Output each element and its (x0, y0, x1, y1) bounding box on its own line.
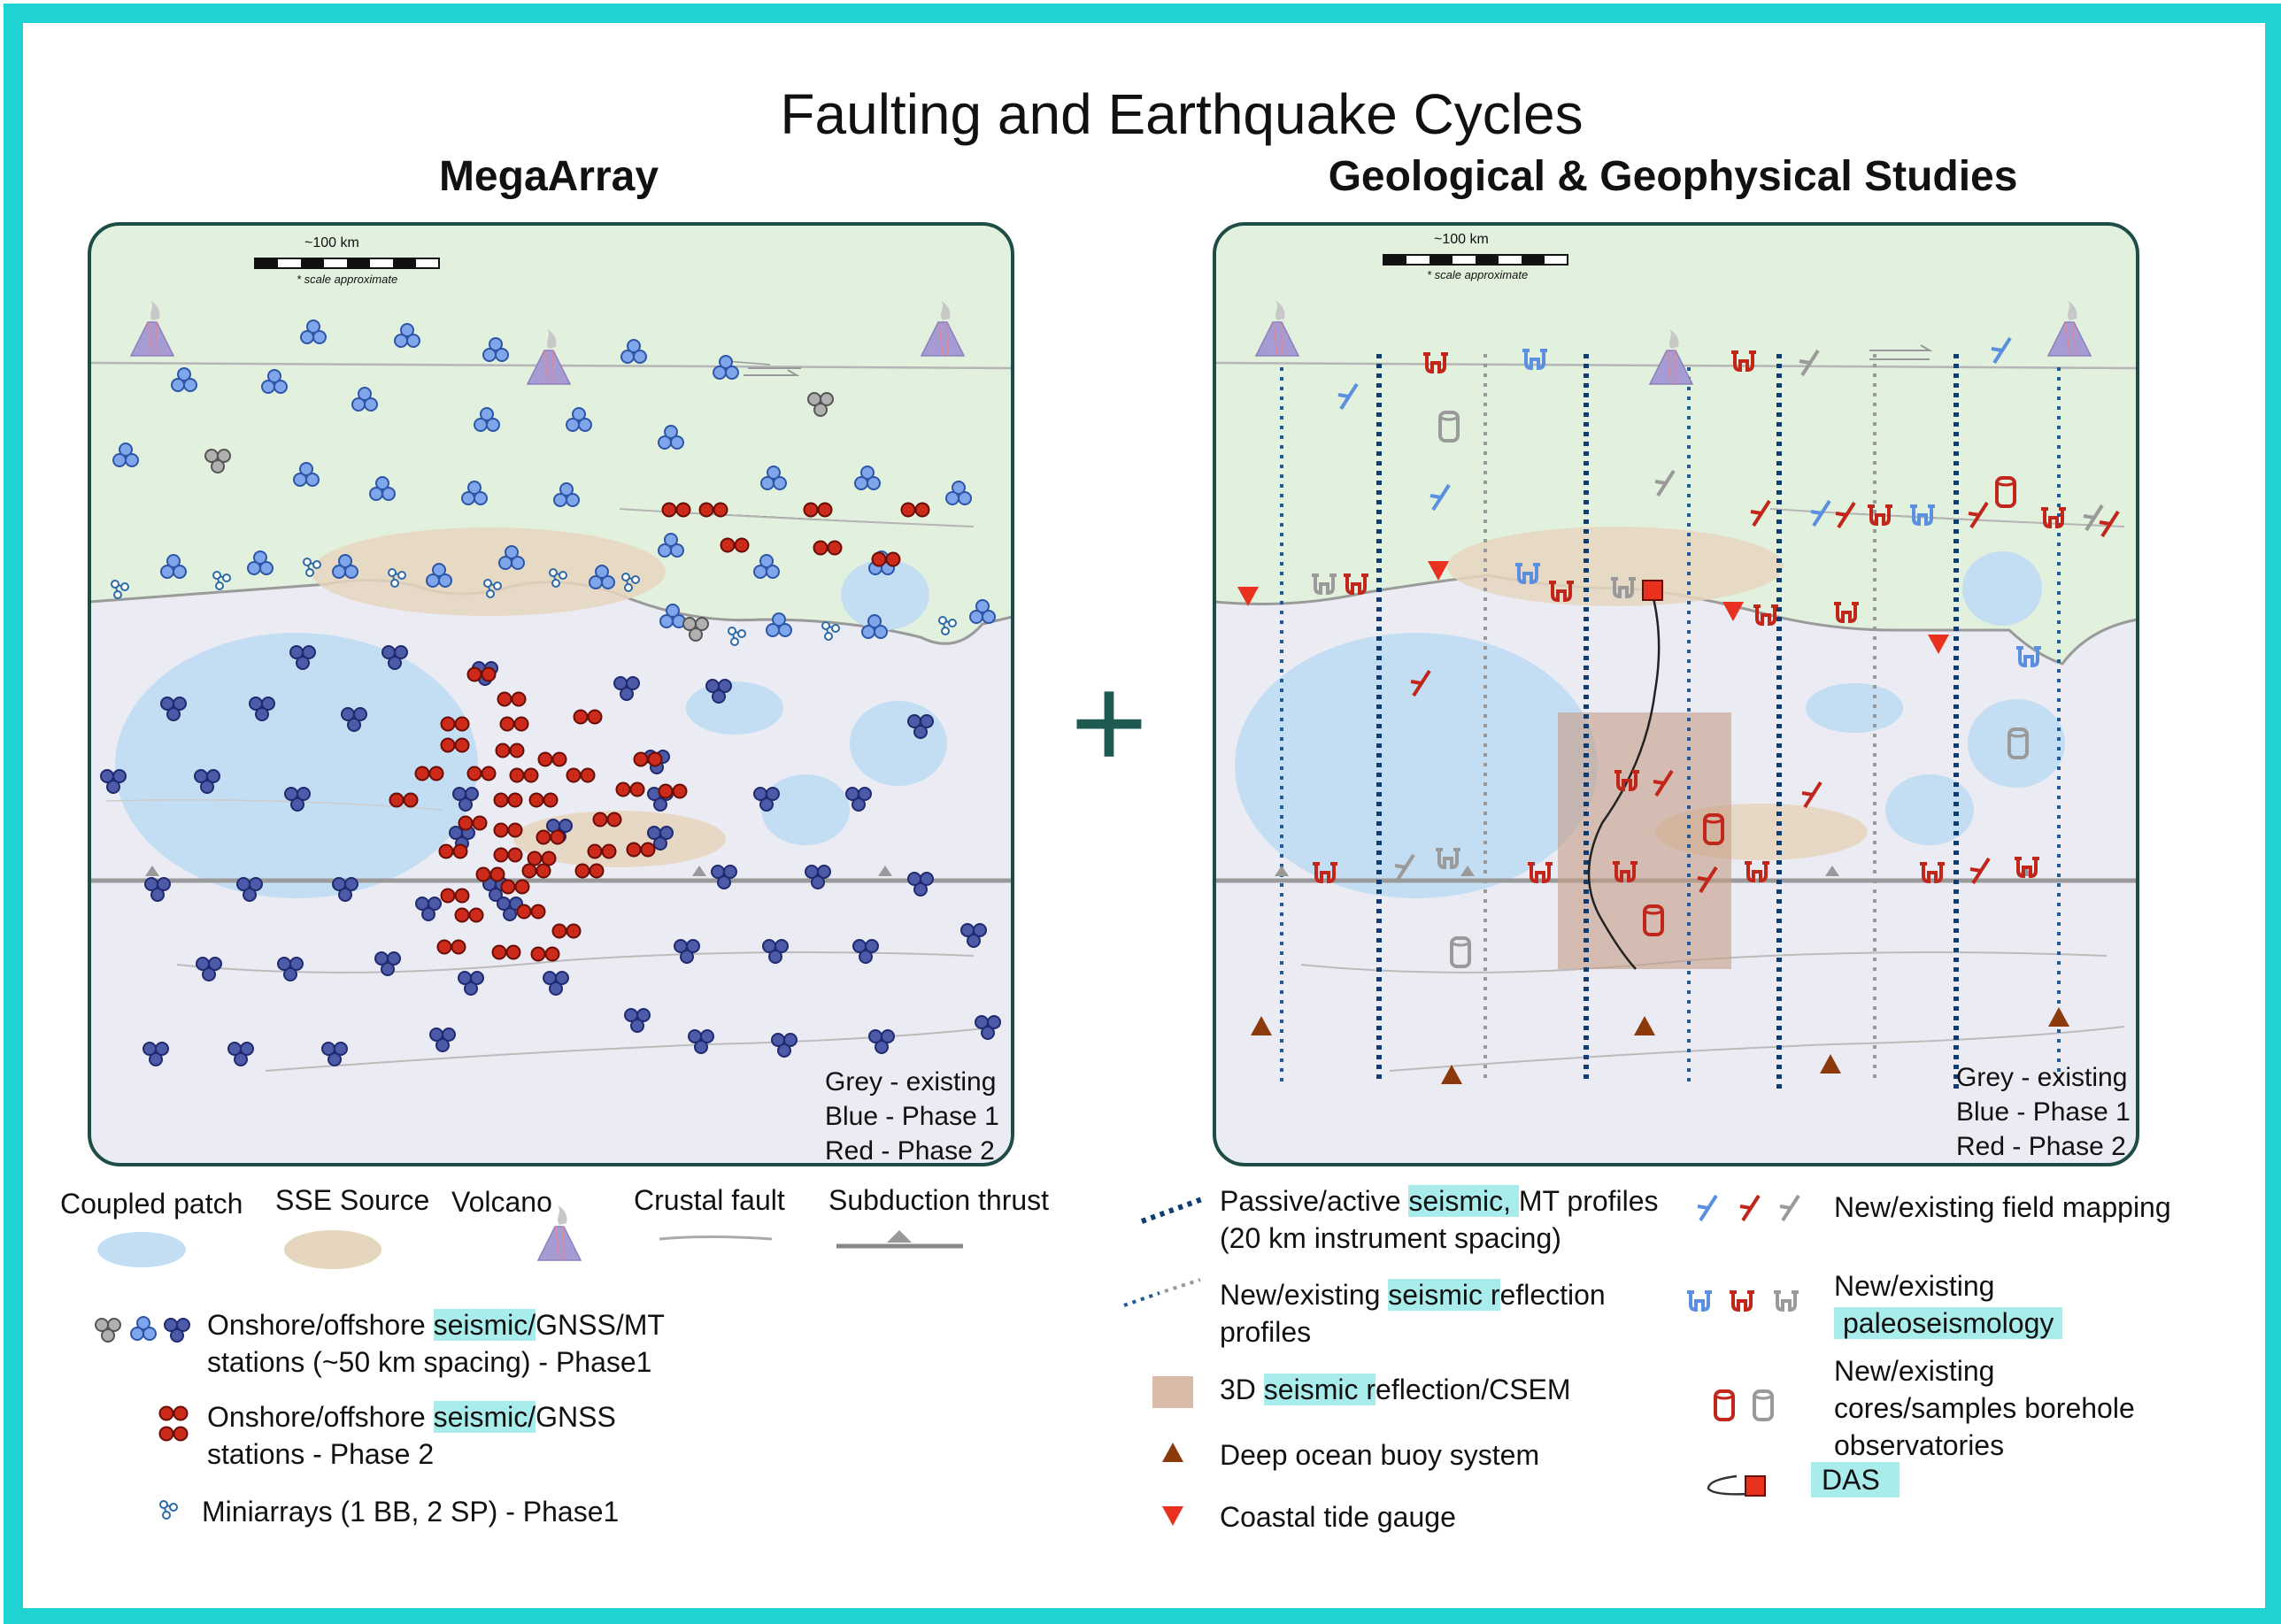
mt-profiles-label: Passive/active seismic, MT profiles (20 … (1220, 1182, 1659, 1257)
csem-text-a: 3D (1220, 1374, 1264, 1405)
phase1-text-b: GNSS/MT (536, 1309, 665, 1341)
subduction-thrust-label: Subduction thrust (828, 1184, 1050, 1216)
coupled-patch-swatch (97, 1232, 186, 1267)
das-legend-icon (1707, 1474, 1766, 1497)
das-cable (1587, 590, 1661, 970)
crustal-fault-label: Crustal fault (634, 1184, 785, 1216)
buoy-legend-icon (1162, 1443, 1183, 1462)
scale-bar-right (1383, 254, 1568, 266)
das-label: DAS (1811, 1462, 1900, 1497)
csem-highlight: seismic r (1263, 1374, 1376, 1405)
field-mapping-label: New/existing field mapping (1834, 1191, 2171, 1223)
mt-text-c: (20 km instrument spacing) (1220, 1222, 1561, 1254)
phase2-text-c: stations - Phase 2 (207, 1438, 435, 1470)
scale-label-right: ~100 km (1434, 232, 1489, 247)
status-phase2: Red - Phase 2 (1956, 1132, 2126, 1161)
status-legend-left: Grey - existing Blue - Phase 1 Red - Pha… (825, 1065, 999, 1168)
crustal-fault-swatch (659, 1235, 773, 1241)
csem-label: 3D seismic reflection/CSEM (1220, 1374, 1571, 1406)
geology-heading: Geological & Geophysical Studies (1328, 153, 2018, 200)
sse-source-swatch (284, 1230, 381, 1269)
cores-text-c: observatories (1834, 1429, 2005, 1461)
refl-highlight: seismic r (1388, 1279, 1500, 1311)
cores-text-a: New/existing (1834, 1355, 1995, 1387)
status-legend-right: Grey - existing Blue - Phase 1 Red - Pha… (1956, 1060, 2131, 1164)
cores-text-b: cores/samples borehole (1834, 1392, 2135, 1424)
mt-text-b: MT profiles (1518, 1185, 1659, 1217)
das-highlight: DAS (1811, 1462, 1900, 1497)
geology-map (1213, 222, 2139, 1166)
scale-note-right: * scale approximate (1427, 268, 1529, 281)
study-symbols-right (1237, 336, 2120, 1084)
cores-legend-icon (1714, 1389, 1774, 1421)
subduction-thrust-swatch (836, 1230, 963, 1249)
plus-sign: + (1070, 648, 1148, 797)
mt-highlight: seismic, (1408, 1185, 1519, 1217)
tide-gauge-label: Coastal tide gauge (1220, 1501, 1456, 1533)
field-mapping-legend-icon (1696, 1194, 1800, 1222)
scale-bar-left (254, 258, 440, 269)
cores-label: New/existing cores/samples borehole obse… (1834, 1352, 2135, 1464)
status-existing: Grey - existing (825, 1067, 997, 1097)
status-existing: Grey - existing (1956, 1063, 2128, 1092)
paleo-text-a: New/existing (1834, 1270, 1995, 1302)
scale-label-left: ~100 km (304, 235, 359, 250)
phase1-station-label: Onshore/offshore seismic/GNSS/MT station… (207, 1306, 665, 1381)
phase2-highlight: seismic/ (433, 1401, 536, 1433)
phase1-text-c: stations (~50 km spacing) - Phase1 (207, 1346, 652, 1378)
status-phase1: Blue - Phase 1 (825, 1102, 999, 1131)
phase2-station-label: Onshore/offshore seismic/GNSS stations -… (207, 1398, 616, 1473)
refl-text-a: New/existing (1220, 1279, 1389, 1311)
paleoseismology-label: New/existing paleoseismology (1834, 1267, 2063, 1342)
tide-gauge-legend-icon (1162, 1506, 1183, 1526)
volcano-label: Volcano (451, 1186, 552, 1218)
coupled-patch-label: Coupled patch (60, 1188, 243, 1220)
csem-swatch (1152, 1376, 1193, 1408)
mt-profile-swatch (1140, 1197, 1204, 1224)
reflection-profiles-new (1280, 367, 2061, 1084)
buoy-label: Deep ocean buoy system (1220, 1439, 1540, 1471)
csem-text-b: eflection/CSEM (1376, 1374, 1571, 1405)
mt-profiles (1376, 354, 1959, 1093)
phase2-text-b: GNSS (536, 1401, 616, 1433)
refl-text-b: eflection (1499, 1279, 1606, 1311)
station-legend-icon (95, 1316, 190, 1343)
reflection-profiles-label: New/existing seismic reflection profiles (1220, 1276, 1606, 1351)
megaarray-heading: MegaArray (438, 153, 659, 200)
das-marker (1642, 580, 1663, 601)
outer-frame (4, 4, 2281, 1624)
miniarrays-label: Miniarrays (1 BB, 2 SP) - Phase1 (202, 1496, 620, 1528)
status-phase1: Blue - Phase 1 (1956, 1097, 2131, 1127)
phase2-station-legend-icon (158, 1405, 189, 1442)
paleoseismology-legend-icon (1685, 1290, 1800, 1312)
sse-source-label: SSE Source (275, 1184, 430, 1216)
page-title: Faulting and Earthquake Cycles (780, 82, 1584, 146)
refl-text-c: profiles (1220, 1316, 1312, 1348)
scale-note-left: * scale approximate (297, 273, 398, 286)
mt-text-a: Passive/active (1220, 1185, 1409, 1217)
miniarray-legend-icon (159, 1500, 178, 1520)
paleo-highlight: paleoseismology (1834, 1307, 2063, 1339)
reflection-profile-swatch (1123, 1278, 1201, 1307)
phase2-text-a: Onshore/offshore (207, 1401, 434, 1433)
phase1-highlight: seismic/ (433, 1309, 536, 1341)
strike-slip-arrows (744, 344, 1933, 376)
phase1-text-a: Onshore/offshore (207, 1309, 434, 1341)
status-phase2: Red - Phase 2 (825, 1136, 995, 1166)
